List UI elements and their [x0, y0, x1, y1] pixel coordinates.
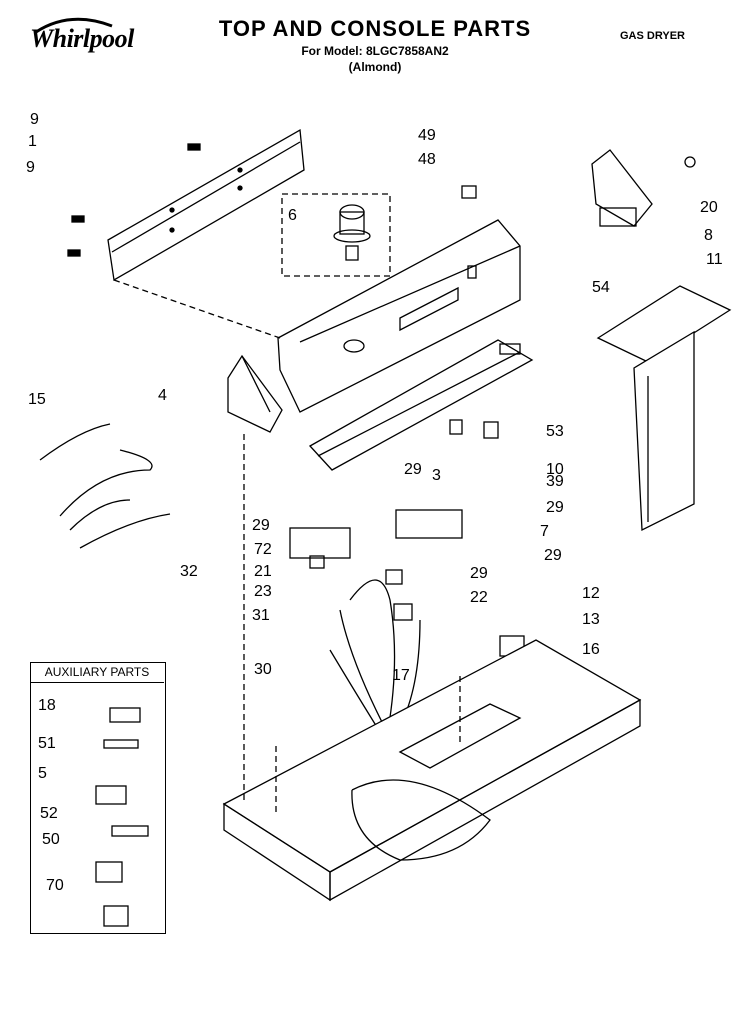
auxiliary-parts-box	[30, 662, 166, 934]
callout-label: 20	[700, 199, 718, 216]
aux-part-label: 50	[42, 831, 60, 848]
callout-label: 53	[546, 423, 564, 440]
callout-label: 72	[254, 541, 272, 558]
callout-label: 54	[592, 279, 610, 296]
callout-label: 9	[30, 111, 39, 128]
end-cap	[227, 354, 283, 433]
knob	[333, 204, 371, 261]
callout-label: 8	[704, 227, 713, 244]
rear-bracket	[107, 128, 305, 282]
callout-label: 16	[582, 641, 600, 658]
color-line: (Almond)	[348, 60, 402, 74]
right-bracket	[591, 149, 696, 227]
aux-part-label: 51	[38, 735, 56, 752]
callout-label: 31	[252, 607, 270, 624]
aux-part-label: 18	[38, 697, 56, 714]
console-base	[308, 339, 534, 471]
aux-part-label: 70	[46, 877, 64, 894]
callout-label: 12	[582, 585, 600, 602]
callout-label: 6	[288, 207, 297, 224]
callout-label: 29	[546, 499, 564, 516]
callout-label: 7	[540, 523, 549, 540]
callout-label: 49	[418, 127, 436, 144]
callout-label: 17	[392, 667, 410, 684]
top-cover	[222, 639, 642, 902]
aux-part-label: 52	[40, 805, 58, 822]
screws	[67, 143, 201, 257]
callout-label: 3	[432, 467, 441, 484]
callout-label: 39	[546, 473, 564, 490]
auxiliary-parts-title: AUXILIARY PARTS	[30, 662, 164, 683]
callout-label: 29	[470, 565, 488, 582]
callout-label: 29	[252, 517, 270, 534]
aux-part-label: 5	[38, 765, 47, 782]
brand-logo: Whirlpool	[30, 24, 134, 53]
callout-label: 32	[180, 563, 198, 580]
wire-harness	[39, 423, 171, 549]
callout-label: 29	[544, 547, 562, 564]
callout-label: 10	[546, 461, 564, 478]
callout-label: 13	[582, 611, 600, 628]
console-panel	[277, 219, 521, 413]
model-line: For Model: 8LGC7858AN2	[301, 44, 449, 58]
callout-label: 11	[706, 251, 723, 268]
category-label: GAS DRYER	[620, 30, 685, 42]
lint-filter	[596, 285, 732, 532]
callout-label: 29	[404, 461, 422, 478]
callout-label: 23	[254, 583, 272, 600]
callout-label: 48	[418, 151, 436, 168]
callout-label: 15	[28, 391, 46, 408]
page-title: TOP AND CONSOLE PARTS	[218, 16, 532, 41]
callout-label: 9	[26, 159, 35, 176]
callout-label: 30	[254, 661, 272, 678]
callout-label: 22	[470, 589, 488, 606]
callout-label: 1	[28, 133, 37, 150]
aux-parts	[95, 707, 149, 927]
callout-label: 4	[158, 387, 167, 404]
callout-label: 21	[254, 563, 272, 580]
